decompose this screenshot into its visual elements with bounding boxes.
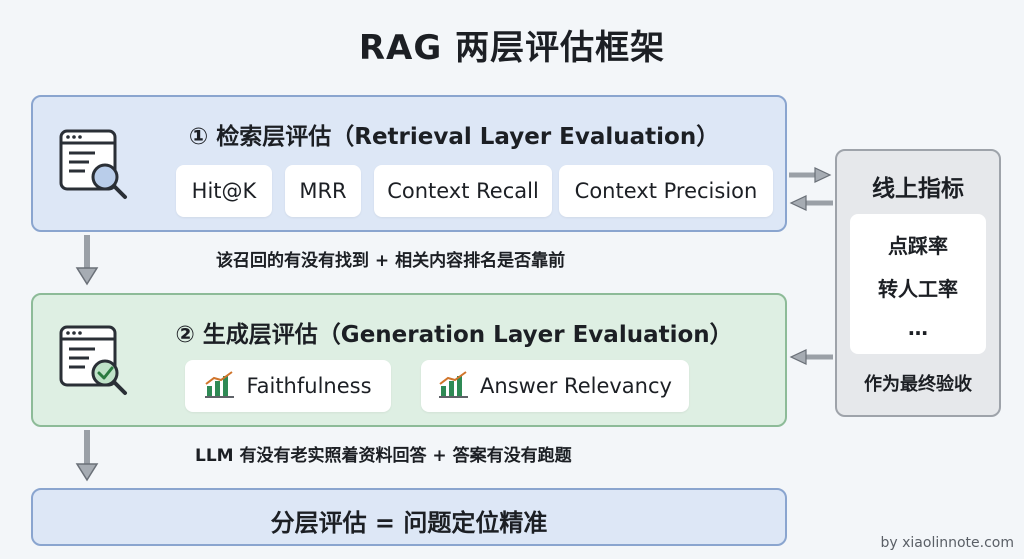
arrow-online-to-retrieval xyxy=(789,195,833,211)
down-arrow-retrieval-to-generation xyxy=(75,235,99,286)
online-metric-item: 点踩率 xyxy=(888,234,948,258)
metric-chip: Answer Relevancy xyxy=(421,360,689,412)
metric-label: MRR xyxy=(299,179,347,203)
bar-chart-icon xyxy=(438,370,480,403)
metric-label: Answer Relevancy xyxy=(480,374,672,398)
bar-chart-icon xyxy=(204,370,246,403)
retrieval-caption: 该召回的有没有找到 + 相关内容排名是否靠前 xyxy=(216,251,566,271)
retrieval-layer-title: ① 检索层评估（Retrieval Layer Evaluation） xyxy=(188,124,720,150)
metric-chip: Context Precision xyxy=(559,165,773,217)
metric-chip: MRR xyxy=(285,165,361,217)
online-metric-item: 转人工率 xyxy=(878,277,958,301)
generation-layer-title: ② 生成层评估（Generation Layer Evaluation） xyxy=(175,322,733,348)
metric-chip: Hit@K xyxy=(176,165,272,217)
check-document-icon xyxy=(55,321,135,405)
metric-label: Context Recall xyxy=(387,179,539,203)
metric-chip: Context Recall xyxy=(374,165,552,217)
generation-layer-box: ② 生成层评估（Generation Layer Evaluation） Fai… xyxy=(31,293,787,427)
arrow-retrieval-to-online xyxy=(789,167,832,183)
conclusion-box: 分层评估 = 问题定位精准 xyxy=(31,488,787,546)
search-document-icon xyxy=(55,125,135,209)
metric-label: Faithfulness xyxy=(246,374,372,398)
online-metrics-title: 线上指标 xyxy=(872,176,964,202)
online-metrics-list: 点踩率 转人工率 … xyxy=(850,214,986,354)
online-metrics-box: 线上指标 点踩率 转人工率 … 作为最终验收 xyxy=(835,149,1001,417)
online-metric-item: … xyxy=(908,316,928,340)
retrieval-layer-box: ① 检索层评估（Retrieval Layer Evaluation） Hit@… xyxy=(31,95,787,232)
generation-caption: LLM 有没有老实照着资料回答 + 答案有没有跑题 xyxy=(195,446,572,466)
metric-label: Context Precision xyxy=(574,179,758,203)
conclusion-text: 分层评估 = 问题定位精准 xyxy=(270,509,548,537)
diagram-title: RAG 两层评估框架 xyxy=(358,28,666,68)
online-metrics-footer: 作为最终验收 xyxy=(864,374,972,395)
watermark: by xiaolinnote.com xyxy=(880,535,1015,551)
down-arrow-generation-to-conclusion xyxy=(75,430,99,482)
arrow-online-to-generation xyxy=(789,349,833,365)
metric-label: Hit@K xyxy=(191,179,257,203)
metric-chip: Faithfulness xyxy=(185,360,391,412)
